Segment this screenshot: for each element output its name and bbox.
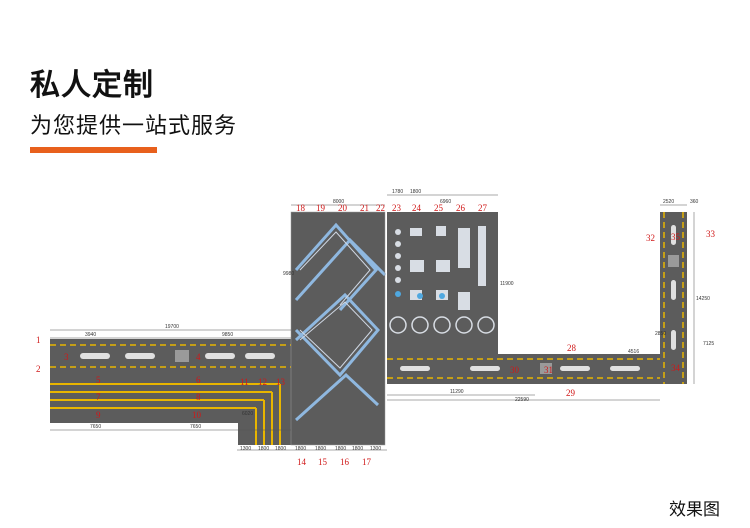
zone-18: 18	[296, 203, 306, 213]
dim-1800-g: 1800	[410, 189, 421, 195]
zone-1: 1	[36, 335, 41, 345]
zone-6: 6	[196, 375, 201, 385]
zone-13: 13	[276, 377, 286, 387]
zone-2: 2	[36, 364, 41, 374]
zone-9: 9	[96, 410, 101, 420]
zone-33: 33	[706, 229, 716, 239]
zone-19: 19	[316, 203, 326, 213]
dim-11900: 11900	[500, 281, 514, 287]
dim-2520: 2520	[663, 199, 674, 205]
zone-16: 16	[340, 457, 350, 467]
zone-23: 23	[392, 203, 402, 213]
dim-9980: 9980	[283, 271, 294, 277]
page-subtitle: 为您提供一站式服务	[30, 113, 238, 138]
dim-1800-e: 1800	[335, 446, 346, 452]
dim-1800-a: 1800	[258, 446, 269, 452]
zone-4: 4	[196, 352, 201, 362]
zone-3: 3	[64, 352, 69, 362]
dim-7125: 7125	[703, 341, 714, 347]
zone-28: 28	[567, 343, 577, 353]
dim-1800-c: 1800	[295, 446, 306, 452]
zone-22: 22	[376, 203, 385, 213]
dim-3940: 3940	[85, 332, 96, 338]
dim-1800-b: 1800	[275, 446, 286, 452]
zone-7: 7	[96, 392, 101, 402]
dim-7650-a: 7650	[90, 424, 101, 430]
dim-7650-b: 7650	[190, 424, 201, 430]
page-title: 私人定制	[30, 69, 154, 102]
zone-14: 14	[297, 457, 307, 467]
dim-22590: 22590	[515, 397, 529, 403]
zone-5: 5	[96, 375, 101, 385]
dim-1800-f: 1800	[352, 446, 363, 452]
zone-12: 12	[258, 377, 267, 387]
dim-14250: 14250	[696, 296, 710, 302]
zone-34: 34	[671, 363, 681, 373]
zone-8: 8	[196, 392, 201, 402]
zone-31: 31	[544, 365, 553, 375]
dim-1800-d: 1800	[315, 446, 326, 452]
zone-24: 24	[412, 203, 422, 213]
zone-10: 10	[192, 410, 202, 420]
zone-30: 30	[510, 365, 520, 375]
dim-8000: 8000	[333, 199, 344, 205]
dim-6960: 6960	[440, 199, 451, 205]
zone-20: 20	[338, 203, 348, 213]
dim-9850: 9850	[222, 332, 233, 338]
title-underline	[30, 147, 157, 153]
zone-35: 35	[671, 232, 681, 242]
zone-15: 15	[318, 457, 328, 467]
caption: 效果图	[669, 500, 720, 519]
zone-29: 29	[566, 388, 576, 398]
zone-21: 21	[360, 203, 369, 213]
dim-360: 360	[690, 199, 699, 205]
dim-6020: 6020	[242, 411, 253, 417]
zone-26: 26	[456, 203, 466, 213]
dim-4516: 4516	[628, 349, 639, 355]
zone-27: 27	[478, 203, 488, 213]
dim-11290: 11290	[450, 389, 464, 395]
dim-1300-b: 1300	[370, 446, 381, 452]
dim-2850: 2850	[655, 331, 666, 337]
zone-17: 17	[362, 457, 372, 467]
zone-25: 25	[434, 203, 444, 213]
dim-1300-a: 1300	[240, 446, 251, 452]
dim-19700: 19700	[165, 324, 179, 330]
dim-1780: 1780	[392, 189, 403, 195]
zone-11: 11	[240, 377, 249, 387]
zone-32: 32	[646, 233, 655, 243]
